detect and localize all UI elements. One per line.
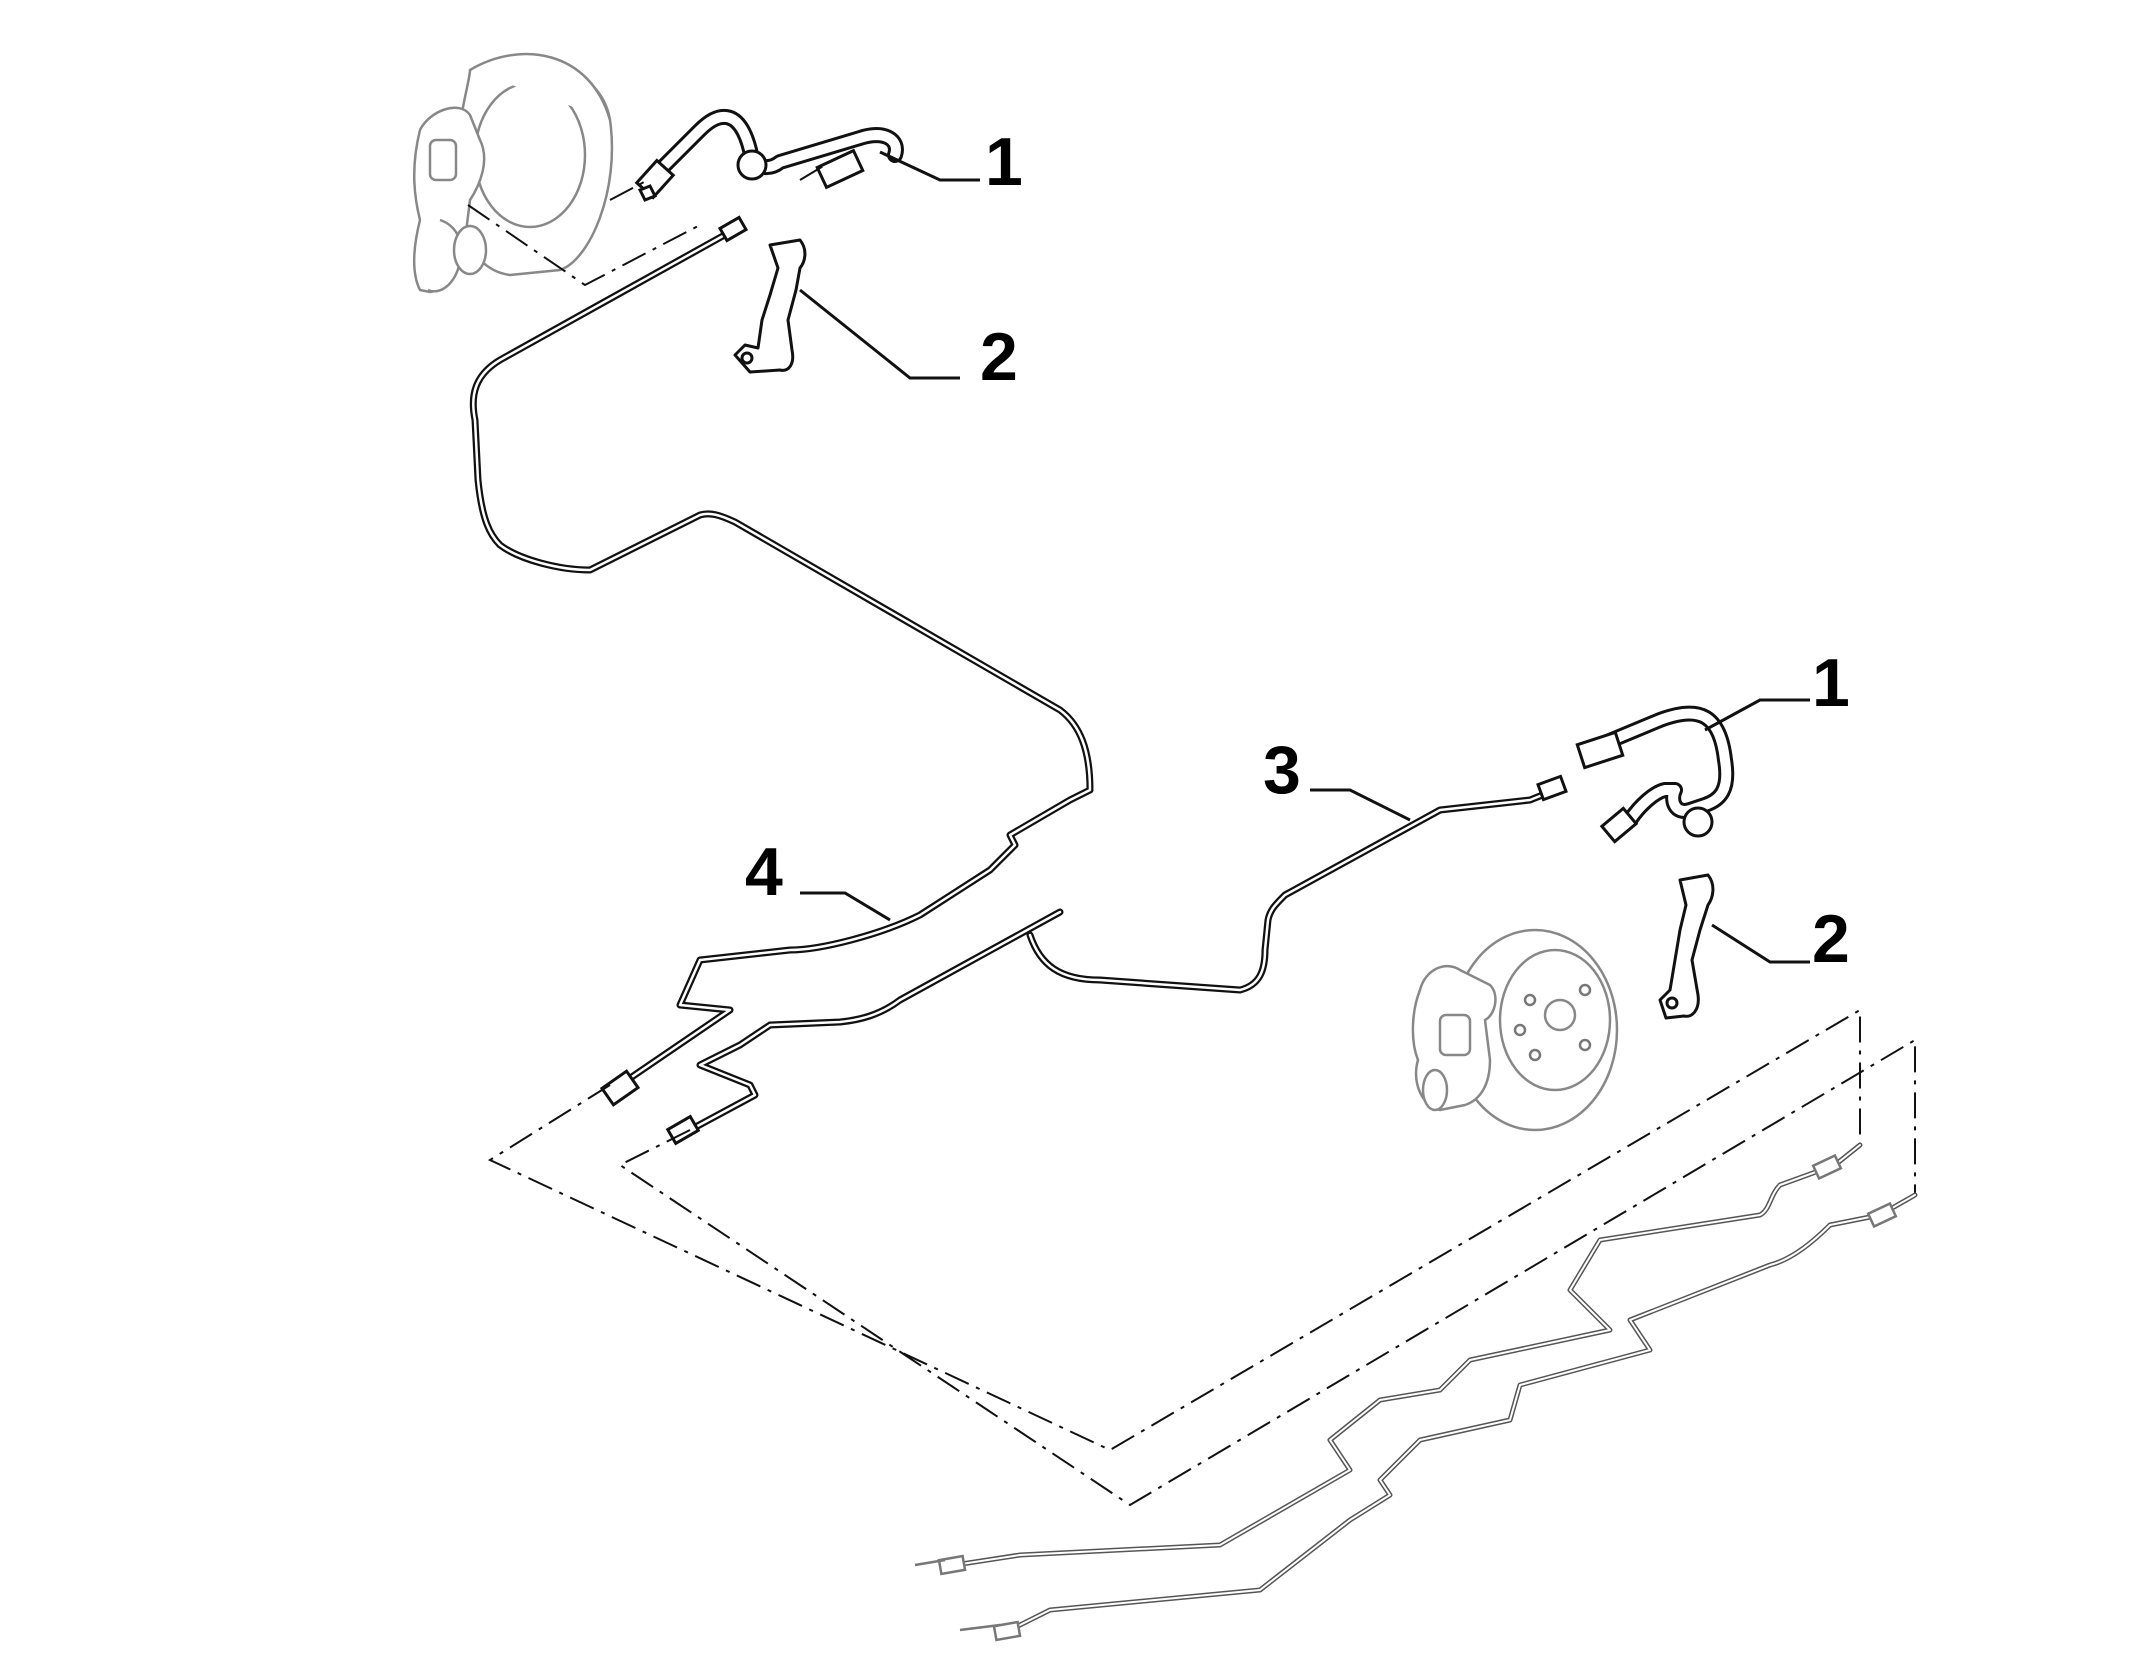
rigid-pipe-icon (992, 1192, 1918, 1642)
callout-1-right: 1 (1704, 645, 1850, 732)
flexible-hose-icon (1575, 705, 1735, 844)
rigid-pipe-icon (469, 215, 1094, 1107)
front-left-brake-assembly (412, 52, 614, 294)
rigid-pipe-icon (937, 1142, 1863, 1576)
rigid-pipe-icon (1026, 774, 1568, 994)
hose-bracket-icon (733, 238, 807, 374)
pipe-end-fittings (914, 1558, 1001, 1632)
hose-bracket-icon (1658, 873, 1715, 1020)
brake-disc-icon (1451, 928, 1619, 1132)
callout-label: 1 (1812, 645, 1850, 721)
caliper-icon (1411, 964, 1497, 1112)
construction-lines-bottom (487, 1008, 1916, 1507)
callout-label: 2 (980, 319, 1018, 395)
callout-4: 4 (745, 834, 891, 922)
callout-3: 3 (1263, 732, 1411, 822)
callout-label: 3 (1263, 732, 1301, 808)
callout-label: 1 (985, 124, 1023, 200)
caliper-icon (412, 106, 488, 294)
callout-2-right: 2 (1711, 901, 1850, 977)
brake-disc-icon (453, 52, 614, 277)
callout-2-top: 2 (799, 288, 1018, 395)
callout-label: 4 (745, 834, 783, 910)
front-right-brake-assembly (1411, 928, 1619, 1132)
callout-label: 2 (1812, 901, 1850, 977)
construction-lines-top (467, 161, 831, 287)
callout-1-top: 1 (879, 124, 1023, 200)
flexible-hose-icon (634, 108, 904, 202)
rigid-pipe-icon (665, 908, 1064, 1146)
